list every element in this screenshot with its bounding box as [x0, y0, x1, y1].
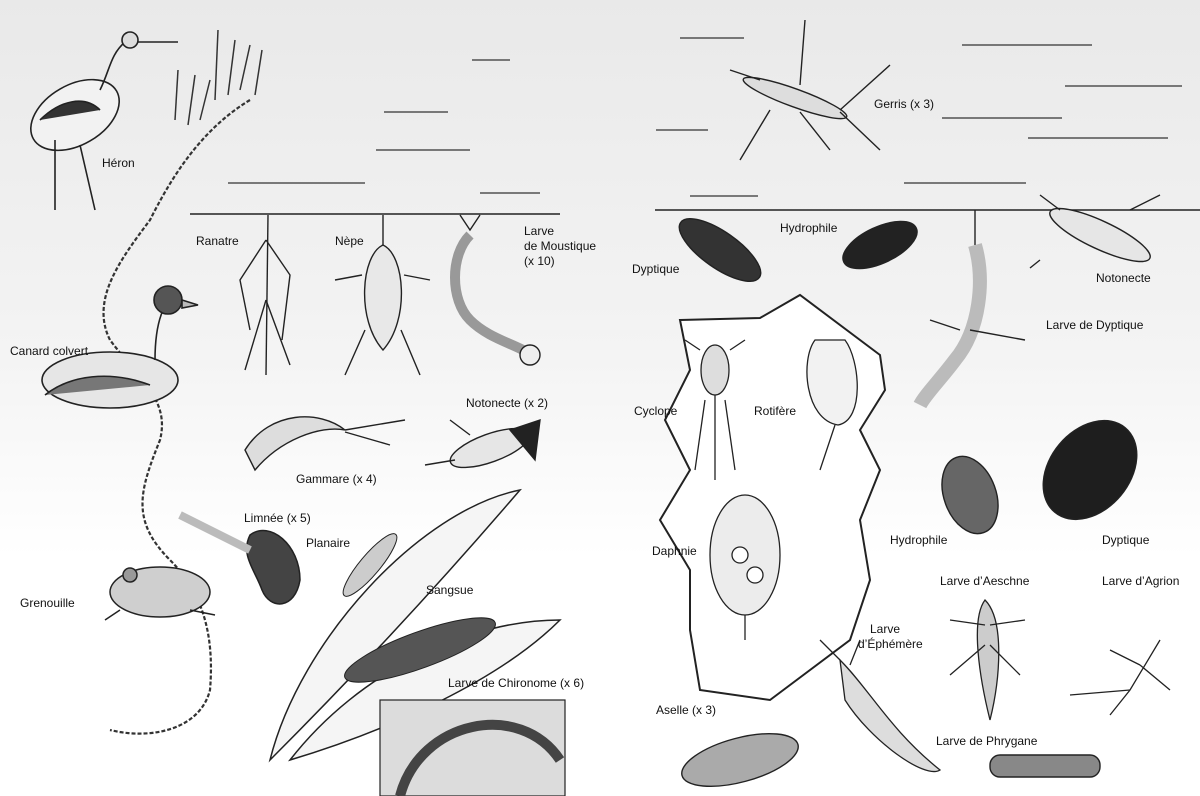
dyptique-top-figure	[670, 208, 769, 293]
aselle-figure	[676, 723, 803, 796]
label-rotifere: Rotifère	[754, 404, 796, 418]
frog-figure	[105, 567, 215, 620]
label-aselle: Aselle (x 3)	[656, 703, 716, 717]
label-larve-ephemere-2: d’Éphémère	[858, 637, 923, 651]
notonecte-right-figure	[1030, 195, 1160, 271]
larve-aeschne-figure	[950, 600, 1025, 720]
label-hydrophile-bottom: Hydrophile	[890, 533, 947, 547]
heron-figure	[18, 32, 178, 210]
label-cyclope: Cyclope	[634, 404, 677, 418]
label-dyptique-top: Dyptique	[632, 262, 679, 276]
label-gammare: Gammare (x 4)	[296, 472, 377, 486]
larve-agrion-figure	[1070, 640, 1170, 715]
label-nepe: Nèpe	[335, 234, 364, 248]
notonecte-small-figure	[425, 420, 540, 476]
label-planaire: Planaire	[306, 536, 350, 550]
label-hydrophile-top: Hydrophile	[780, 221, 837, 235]
gammare-figure	[245, 417, 405, 470]
label-notonecte-x2: Notonecte (x 2)	[466, 396, 548, 410]
larve-phrygane-figure	[990, 755, 1100, 777]
label-notonecte-right: Notonecte	[1096, 271, 1151, 285]
label-ranatre: Ranatre	[196, 234, 239, 248]
ranatre-figure	[240, 215, 290, 375]
label-larve-ephemere-1: Larve	[870, 622, 900, 636]
hydrophile-top-figure	[836, 212, 924, 278]
larve-ephemere-figure	[820, 640, 940, 772]
hydrophile-bottom-figure	[932, 449, 1008, 542]
label-daphnie: Daphnie	[652, 544, 697, 558]
reeds	[175, 30, 262, 125]
label-larve-moustique-3: (x 10)	[524, 254, 555, 268]
label-heron: Héron	[102, 156, 135, 170]
label-chironome: Larve de Chironome (x 6)	[448, 676, 584, 690]
dyptique-bottom-figure	[1024, 402, 1156, 538]
label-larve-agrion: Larve d’Agrion	[1102, 574, 1179, 588]
label-canard-colvert: Canard colvert	[10, 344, 88, 358]
larve-dyptique-figure	[920, 210, 1025, 405]
pond-bank	[104, 100, 250, 734]
label-sangsue: Sangsue	[426, 583, 473, 597]
label-grenouille: Grenouille	[20, 596, 75, 610]
label-limnee: Limnée (x 5)	[244, 511, 311, 525]
answer-lines	[228, 38, 1182, 196]
label-larve-aeschne: Larve d’Aeschne	[940, 574, 1029, 588]
label-larve-dyptique: Larve de Dyptique	[1046, 318, 1143, 332]
chironome-figure	[380, 700, 565, 796]
label-larve-phrygane: Larve de Phrygane	[936, 734, 1037, 748]
gerris-figure	[730, 20, 890, 160]
label-larve-moustique-1: Larve	[524, 224, 554, 238]
label-dyptique-bottom: Dyptique	[1102, 533, 1149, 547]
label-larve-moustique-2: de Moustique	[524, 239, 596, 253]
label-gerris: Gerris (x 3)	[874, 97, 934, 111]
